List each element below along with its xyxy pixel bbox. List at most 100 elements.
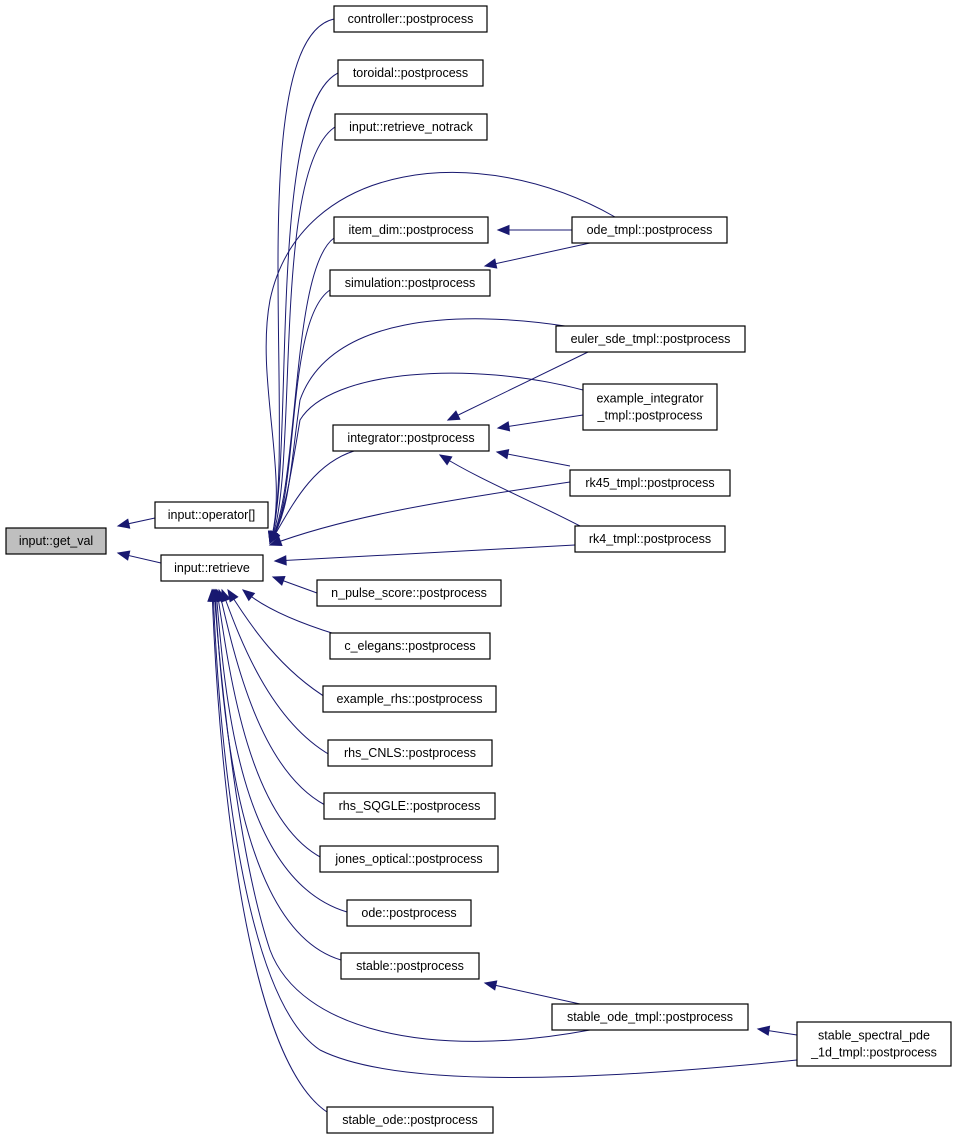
node-label: toroidal::postprocess [353,66,468,80]
node-c_elegans[interactable]: c_elegans::postprocess [329,632,491,660]
node-box [333,216,489,244]
node-label: rk4_tmpl::postprocess [589,532,711,546]
node-box [796,1021,952,1067]
edge-arrowhead [483,980,498,991]
nodes-layer: input::get_valinput::operator[]input::re… [5,5,952,1134]
node-label: rk45_tmpl::postprocess [585,476,714,490]
node-box [340,952,480,980]
edge-arrowhead [273,555,287,566]
edge-line [484,982,581,1005]
node-ode[interactable]: ode::postprocess [346,899,472,927]
node-stable_ode_tmpl[interactable]: stable_ode_tmpl::postprocess [551,1003,749,1031]
edge-arrowhead [495,449,510,460]
node-notrack[interactable]: input::retrieve_notrack [334,113,488,141]
edge-arrowhead [271,576,286,586]
edges-layer [116,18,798,1113]
node-get_val[interactable]: input::get_val [5,527,107,555]
node-box [329,269,491,297]
node-toroidal[interactable]: toroidal::postprocess [337,59,484,87]
node-euler[interactable]: euler_sde_tmpl::postprocess [555,325,746,353]
node-label: input::get_val [19,534,93,548]
node-label: input::operator[] [168,508,256,522]
node-box [346,899,472,927]
node-box [334,113,488,141]
edge-jones-to-retrieve [213,588,323,859]
edge-line [269,481,571,546]
node-stable[interactable]: stable::postprocess [340,952,480,980]
node-example_integrator[interactable]: example_integrator_tmpl::postprocess [582,383,718,431]
node-label: example_integrator [596,392,703,406]
edge-controller-to-retrieve [268,18,335,545]
node-label: _tmpl::postprocess [597,409,703,423]
node-rk45[interactable]: rk45_tmpl::postprocess [569,469,731,497]
edge-ode_tmpl-to-simulation [483,242,591,269]
edge-line [215,589,348,913]
node-rk4[interactable]: rk4_tmpl::postprocess [574,525,726,553]
edge-line [218,589,326,806]
edge-rk45-to-integrator [495,449,571,467]
edge-rk45-to-retrieve [268,481,571,546]
node-jones[interactable]: jones_optical::postprocess [319,845,499,873]
node-box [569,469,731,497]
node-ode_tmpl[interactable]: ode_tmpl::postprocess [571,216,728,244]
node-rhs_sqgle[interactable]: rhs_SQGLE::postprocess [323,792,496,820]
node-label: c_elegans::postprocess [344,639,475,653]
node-label: ode::postprocess [361,906,456,920]
edge-rhs_cnls-to-retrieve [220,588,331,756]
edge-arrowhead [446,410,461,421]
edge-arrowhead [496,224,510,236]
edge-rk4-to-integrator [438,454,581,527]
node-operator[interactable]: input::operator[] [154,501,269,529]
edge-rk4-to-retrieve [273,544,576,566]
edge-arrowhead [207,588,218,602]
node-box [337,59,484,87]
node-label: input::retrieve_notrack [349,120,473,134]
node-retrieve[interactable]: input::retrieve [160,554,264,582]
edge-line [269,18,335,544]
edge-line [269,126,336,544]
node-integrator[interactable]: integrator::postprocess [332,424,490,452]
edge-arrowhead [116,518,131,529]
edge-line [484,242,591,267]
node-stable_spectral[interactable]: stable_spectral_pde_1d_tmpl::postprocess [796,1021,952,1067]
node-label: stable_ode::postprocess [342,1113,478,1127]
node-box [5,527,107,555]
edge-line [227,589,331,701]
node-example_rhs[interactable]: example_rhs::postprocess [322,685,497,713]
node-simulation[interactable]: simulation::postprocess [329,269,491,297]
node-label: controller::postprocess [348,12,474,26]
edge-line [269,237,335,544]
node-item_dim[interactable]: item_dim::postprocess [333,216,489,244]
edge-line [269,372,584,544]
edge-example_integrator-to-integrator [496,414,584,432]
node-n_pulse[interactable]: n_pulse_score::postprocess [316,579,502,607]
edge-stable-to-retrieve [210,588,342,961]
node-box [154,501,269,529]
edge-line [216,589,323,859]
edge-n_pulse-to-retrieve [271,576,318,594]
node-stable_ode[interactable]: stable_ode::postprocess [326,1106,494,1134]
edge-line [213,589,591,1042]
node-label: ode_tmpl::postprocess [587,223,713,237]
edge-line [221,589,331,756]
node-label: simulation::postprocess [345,276,476,290]
edge-example_integrator-to-retrieve [269,372,584,545]
node-box [319,845,499,873]
edge-arrowhead [483,258,498,269]
node-box [327,739,493,767]
node-rhs_cnls[interactable]: rhs_CNLS::postprocess [327,739,493,767]
node-controller[interactable]: controller::postprocess [333,5,488,33]
edge-arrowhead [269,530,281,545]
edge-line [439,454,581,527]
edge-euler-to-integrator [446,351,589,421]
node-label: n_pulse_score::postprocess [331,586,487,600]
node-label: input::retrieve [174,561,250,575]
edge-ode_tmpl-to-item_dim [496,224,572,236]
edge-arrowhead [268,536,283,546]
node-box [555,325,746,353]
node-label: stable_ode_tmpl::postprocess [567,1010,733,1024]
edge-arrowhead [496,421,511,432]
edge-arrowhead [756,1025,771,1036]
edge-line [269,450,355,544]
